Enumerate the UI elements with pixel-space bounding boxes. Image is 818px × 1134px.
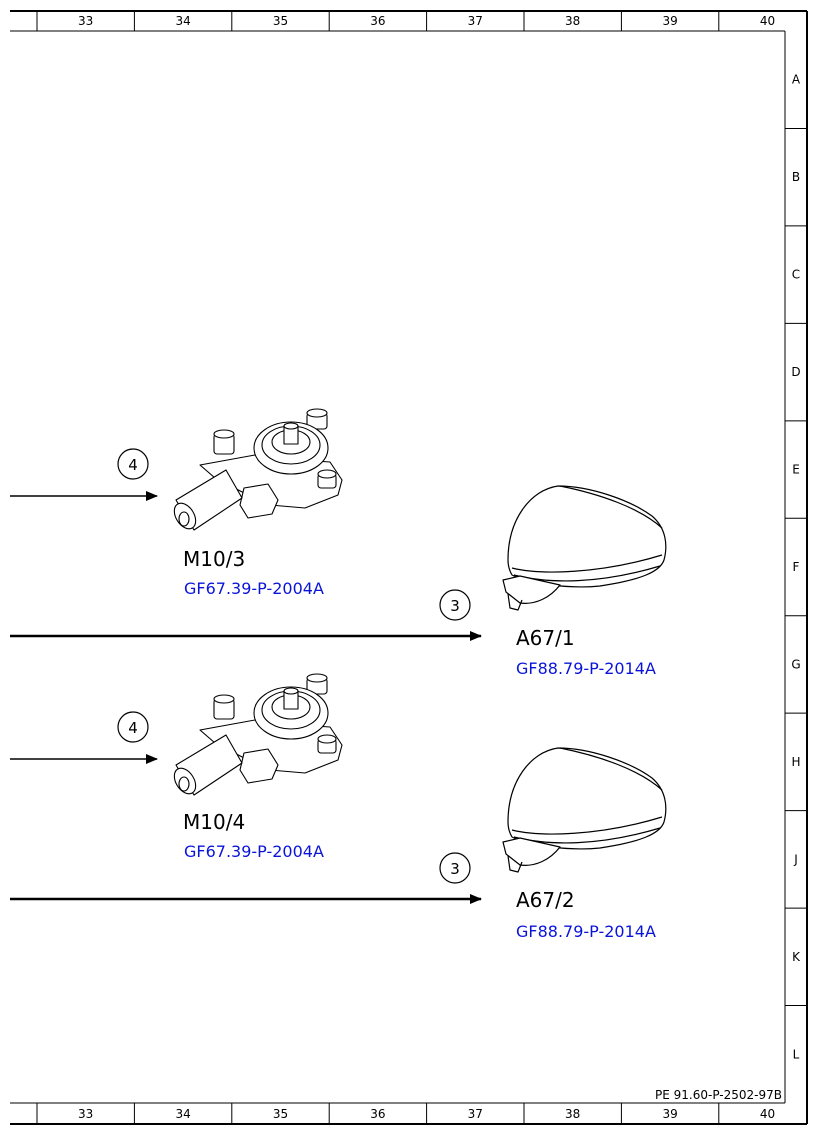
- column-label-top: 38: [565, 14, 580, 28]
- column-label-top: 40: [760, 14, 775, 28]
- column-label-top: 33: [78, 14, 93, 28]
- row-label: C: [792, 268, 800, 282]
- column-label-bottom: 34: [175, 1107, 190, 1121]
- row-label: H: [791, 755, 800, 769]
- svg-text:3: 3: [450, 860, 460, 878]
- connection-arrows: [10, 491, 482, 904]
- window-motor-m10-4-icon[interactable]: [170, 673, 343, 798]
- row-label: J: [793, 852, 798, 866]
- ref-link-a67-1[interactable]: GF88.79-P-2014A: [516, 659, 656, 678]
- wire-badge-m10-3: 4: [117, 448, 149, 480]
- row-label: G: [791, 657, 800, 671]
- window-motor-m10-3-icon[interactable]: [170, 408, 343, 533]
- component-label-m10-3: M10/3: [183, 547, 245, 571]
- row-label: F: [793, 560, 800, 574]
- ref-link-m10-3[interactable]: GF67.39-P-2004A: [184, 579, 324, 598]
- column-label-bottom: 40: [760, 1107, 775, 1121]
- component-label-m10-4: M10/4: [183, 810, 245, 834]
- component-label-a67-1: A67/1: [516, 626, 575, 650]
- row-label: E: [792, 463, 800, 477]
- sheet-frame: [10, 10, 808, 1125]
- column-label-bottom: 33: [78, 1107, 93, 1121]
- column-label-top: 36: [370, 14, 385, 28]
- wire-badge-m10-4: 4: [117, 711, 149, 743]
- outside-mirror-a67-2-icon[interactable]: [502, 747, 667, 873]
- row-label: A: [792, 73, 801, 87]
- column-label-top: 37: [468, 14, 483, 28]
- row-label: B: [792, 170, 800, 184]
- wire-badge-a67-1: 3: [439, 589, 471, 621]
- column-label-bottom: 38: [565, 1107, 580, 1121]
- svg-text:4: 4: [128, 456, 138, 474]
- row-grid: A B C D E F G H J K L: [785, 73, 807, 1061]
- row-label: K: [792, 950, 801, 964]
- column-label-bottom: 37: [468, 1107, 483, 1121]
- column-label-bottom: 36: [370, 1107, 385, 1121]
- document-id: PE 91.60-P-2502-97B: [655, 1088, 782, 1102]
- svg-text:3: 3: [450, 597, 460, 615]
- ref-link-m10-4[interactable]: GF67.39-P-2004A: [184, 842, 324, 861]
- ref-link-a67-2[interactable]: GF88.79-P-2014A: [516, 922, 656, 941]
- column-label-top: 34: [175, 14, 190, 28]
- svg-text:4: 4: [128, 719, 138, 737]
- column-label-bottom: 35: [273, 1107, 288, 1121]
- column-label-top: 35: [273, 14, 288, 28]
- row-label: L: [793, 1047, 800, 1061]
- outside-mirror-a67-1-icon[interactable]: [502, 485, 667, 611]
- wire-badge-a67-2: 3: [439, 852, 471, 884]
- component-label-a67-2: A67/2: [516, 888, 575, 912]
- row-label: D: [791, 365, 800, 379]
- column-label-top: 39: [662, 14, 677, 28]
- column-label-bottom: 39: [662, 1107, 677, 1121]
